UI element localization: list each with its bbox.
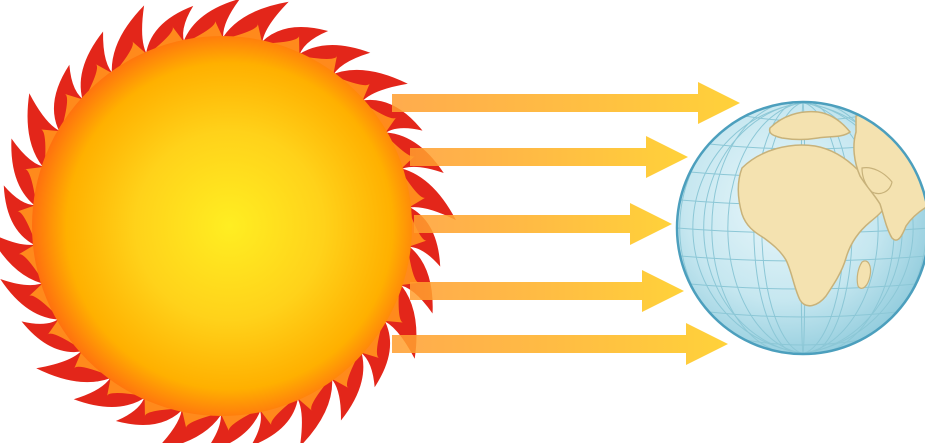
earth-gridlines [677, 102, 925, 354]
sun-flame-inner [16, 204, 38, 248]
light-ray-arrow [414, 203, 672, 245]
light-ray-arrow [392, 323, 728, 365]
sun-flame [181, 0, 240, 47]
longitude-line [692, 102, 925, 354]
sun-flame-inner [406, 204, 428, 248]
light-ray-arrow [410, 136, 688, 178]
sun-flame [220, 1, 289, 47]
europe-landmass [768, 110, 852, 141]
earth-outline [675, 100, 925, 356]
africa-landmass [737, 144, 887, 307]
arabia-landmass [861, 167, 893, 195]
latitude-line [709, 311, 897, 318]
sun-flame [396, 167, 456, 221]
sun-flame [3, 185, 40, 248]
earth-globe [675, 100, 925, 356]
sun-flame [404, 204, 441, 267]
light-rays [392, 82, 740, 365]
light-ray-arrow [410, 270, 684, 312]
latitude-line [745, 339, 861, 346]
longitude-line [711, 102, 879, 354]
longitude-line [703, 102, 925, 354]
sun [32, 36, 412, 416]
light-ray-arrow [392, 82, 740, 124]
madagascar-landmass [856, 260, 872, 289]
longitude-line [677, 102, 914, 354]
